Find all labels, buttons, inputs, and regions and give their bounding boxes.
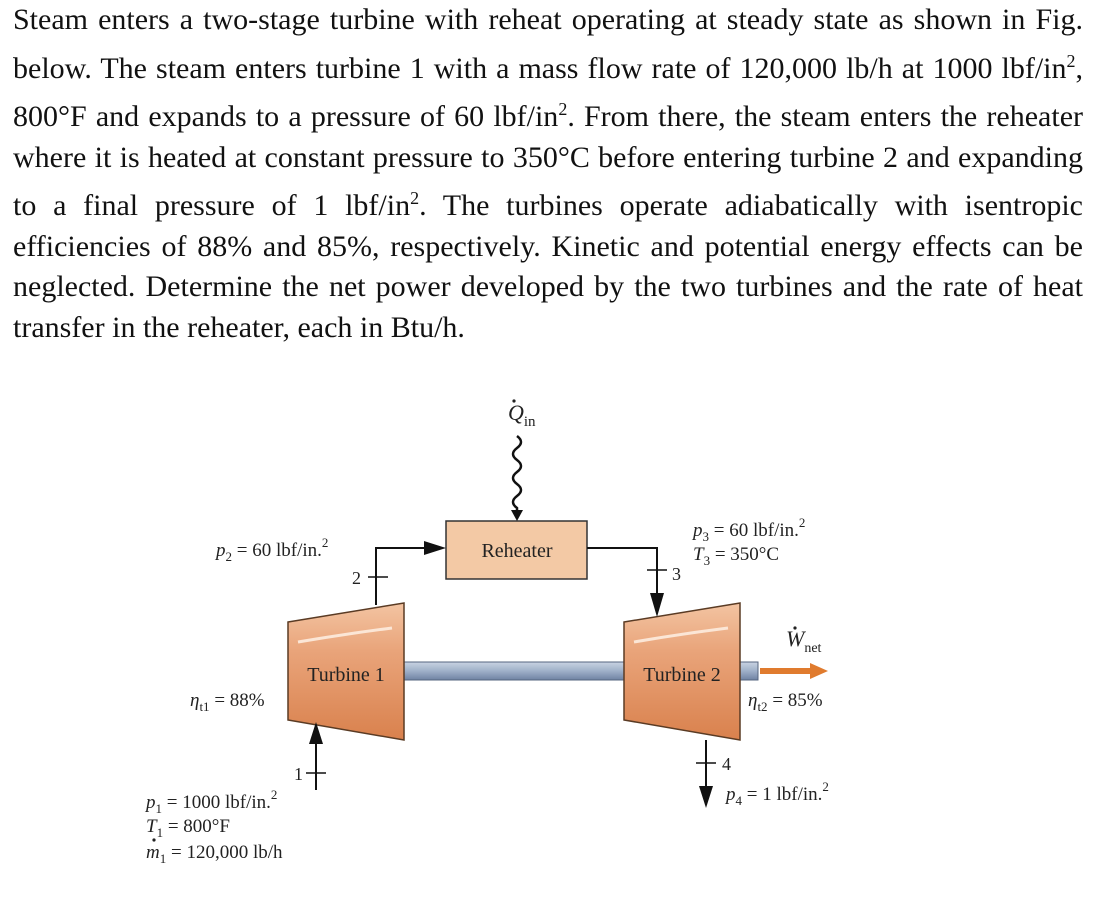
p3-label: p3 = 60 lbf/in.2 [691, 515, 805, 544]
turbine-2-highlight [633, 626, 729, 644]
heat-input-arrowhead [511, 510, 523, 521]
superscript: 2 [410, 188, 420, 208]
arrowhead-into-turbine-1 [309, 722, 323, 744]
state-4-label: 4 [722, 754, 731, 774]
shaft-end [737, 661, 759, 681]
turbine-1 [287, 602, 405, 741]
q-in-label: Qin [508, 400, 536, 430]
state-3-label: 3 [672, 564, 681, 584]
p1-label: p1 = 1000 lbf/in.2 [144, 787, 277, 816]
turbine-2-label: Turbine 2 [643, 664, 721, 686]
pipe-reheater-to-3 [587, 547, 658, 596]
t1-label: T1 = 800°F [146, 816, 230, 840]
pipe-2-to-reheater [375, 547, 440, 605]
turbine-reheat-diagram: Qin Reheater Turbine 1 Turbine 2 Wnet 2 … [144, 399, 829, 866]
problem-text-2: , 800°F and expands to a pressure of 60 … [13, 51, 1083, 134]
state-2-label: 2 [352, 568, 361, 588]
reheater-label: Reheater [481, 540, 552, 562]
arrowhead-into-turbine-2 [650, 593, 664, 617]
w-dot [793, 626, 797, 630]
turbine-2 [623, 602, 741, 741]
problem-statement: Steam enters a two-stage turbine with re… [13, 0, 1083, 348]
heat-input-wave [511, 435, 523, 514]
q-dot [512, 399, 516, 403]
p4-label: p4 = 1 lbf/in.2 [724, 779, 829, 808]
turbine-1-label: Turbine 1 [307, 664, 385, 686]
reheater [445, 520, 588, 580]
shaft [399, 661, 629, 681]
work-output-arrowhead [810, 663, 828, 679]
problem-text-1: Steam enters a two-stage turbine with re… [13, 3, 1083, 85]
problem-text-4: . The turbines operate adiabatically wit… [13, 189, 1083, 344]
m1-label: m1 = 120,000 lb/h [146, 842, 283, 866]
state-1-label: 1 [294, 764, 303, 784]
superscript: 2 [558, 99, 568, 119]
eta2-label: ηt2 = 85% [748, 690, 823, 714]
arrowhead-outlet-4 [699, 786, 713, 808]
turbine-1-highlight [297, 626, 393, 644]
arrowhead-into-reheater [424, 541, 446, 555]
eta1-label: ηt1 = 88% [190, 690, 265, 714]
w-net-label: Wnet [786, 626, 822, 656]
problem-text-3: . From there, the steam enters the rehea… [13, 100, 1083, 222]
superscript: 2 [1066, 50, 1076, 71]
t3-label: T3 = 350°C [693, 544, 779, 568]
p2-label: p2 = 60 lbf/in.2 [214, 535, 328, 564]
m-dot [152, 838, 156, 842]
